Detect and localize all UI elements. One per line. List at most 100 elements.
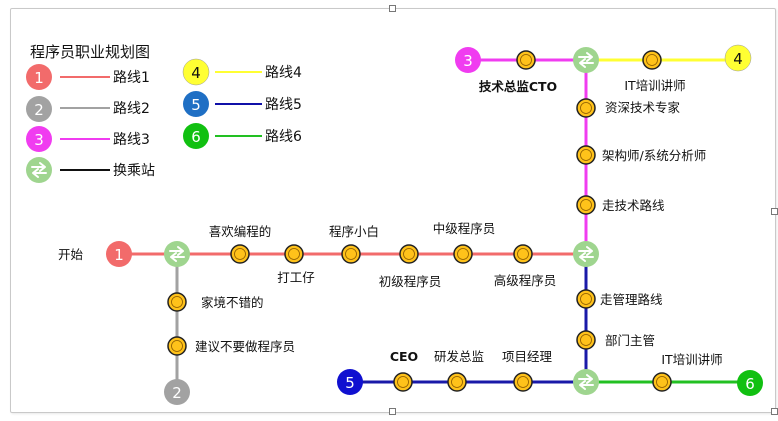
route-3-badge[interactable] bbox=[455, 47, 481, 73]
transfer-station-management[interactable] bbox=[573, 369, 599, 395]
stations bbox=[167, 50, 672, 392]
transfer-arrows-icon bbox=[31, 162, 47, 178]
route-6-badge-number: 6 bbox=[745, 375, 755, 393]
label-rd-director: 研发总监 bbox=[434, 349, 484, 364]
label-management-route: 走管理路线 bbox=[600, 292, 663, 307]
route-6-badge[interactable] bbox=[737, 370, 763, 396]
label-senior-programmer: 高级程序员 bbox=[494, 273, 557, 288]
legend-badge-6 bbox=[183, 123, 209, 149]
station-programming-newbie[interactable] bbox=[341, 244, 361, 264]
station-senior-expert[interactable] bbox=[576, 98, 596, 118]
station-inner-ring bbox=[171, 340, 183, 352]
station-inner-ring bbox=[288, 248, 300, 260]
station-inner-ring bbox=[580, 149, 592, 161]
legend-badge-5-number: 5 bbox=[191, 96, 201, 114]
label-it-trainer-bottom: IT培训讲师 bbox=[661, 352, 722, 367]
station-wage-worker[interactable] bbox=[284, 244, 304, 264]
label-department-head: 部门主管 bbox=[605, 333, 655, 348]
station-inner-ring bbox=[646, 54, 658, 66]
route-4-badge-number: 4 bbox=[733, 50, 743, 68]
route-2-badge[interactable] bbox=[164, 379, 190, 405]
transfer-arrows-icon bbox=[578, 374, 594, 390]
route-1-badge[interactable] bbox=[106, 241, 132, 267]
station-department-head[interactable] bbox=[576, 330, 596, 350]
transfer-station-senior[interactable] bbox=[573, 241, 599, 267]
legend-transfer-icon bbox=[26, 157, 52, 183]
station-inner-ring bbox=[580, 334, 592, 346]
legend-title: 程序员职业规划图 bbox=[30, 43, 150, 61]
station-labels: 开始 喜欢编程的 打工仔 程序小白 初级程序员 中级程序员 高级程序员 家境不错… bbox=[58, 78, 723, 367]
station-project-manager[interactable] bbox=[513, 372, 533, 392]
station-rd-director[interactable] bbox=[447, 372, 467, 392]
station-senior-programmer[interactable] bbox=[513, 244, 533, 264]
station-inner-ring bbox=[234, 248, 246, 260]
station-architect[interactable] bbox=[576, 145, 596, 165]
station-inner-ring bbox=[457, 248, 469, 260]
station-inner-ring bbox=[520, 54, 532, 66]
route-3-badge-number: 3 bbox=[463, 52, 473, 70]
legend: 程序员职业规划图 1 路线1 2 路线2 3 路线3 换乘站 4 路线4 5 bbox=[26, 43, 302, 183]
label-intermediate-programmer: 中级程序员 bbox=[433, 221, 496, 236]
resize-handle-top[interactable] bbox=[389, 5, 396, 12]
station-not-recommended[interactable] bbox=[167, 336, 187, 356]
route-5-badge[interactable] bbox=[337, 369, 363, 395]
legend-label-transfer: 换乘站 bbox=[113, 162, 155, 179]
label-well-off-family: 家境不错的 bbox=[201, 295, 264, 310]
station-inner-ring bbox=[580, 293, 592, 305]
station-tech-route[interactable] bbox=[576, 195, 596, 215]
legend-label-6: 路线6 bbox=[265, 129, 302, 145]
legend-badge-3-number: 3 bbox=[34, 131, 44, 149]
station-it-trainer-top[interactable] bbox=[642, 50, 662, 70]
station-likes-programming[interactable] bbox=[230, 244, 250, 264]
station-cto[interactable] bbox=[516, 50, 536, 70]
route-2-badge-number: 2 bbox=[172, 384, 182, 402]
transfer-station-cto[interactable] bbox=[573, 47, 599, 73]
legend-badge-2-number: 2 bbox=[34, 101, 44, 119]
legend-badge-1 bbox=[26, 64, 52, 90]
resize-handle-bottom[interactable] bbox=[389, 408, 396, 415]
legend-badge-3 bbox=[26, 126, 52, 152]
station-inner-ring bbox=[171, 296, 183, 308]
legend-label-4: 路线4 bbox=[265, 65, 302, 81]
label-likes-programming: 喜欢编程的 bbox=[209, 224, 272, 239]
station-intermediate-programmer[interactable] bbox=[453, 244, 473, 264]
legend-badge-1-number: 1 bbox=[34, 69, 44, 87]
legend-badge-4-number: 4 bbox=[191, 64, 201, 82]
route-4-badge[interactable] bbox=[724, 44, 752, 72]
transfer-stations bbox=[164, 47, 599, 395]
transfer-circle bbox=[26, 157, 52, 183]
station-junior-programmer[interactable] bbox=[399, 244, 419, 264]
station-inner-ring bbox=[403, 248, 415, 260]
transfer-arrows-icon bbox=[578, 246, 594, 262]
station-inner-ring bbox=[345, 248, 357, 260]
legend-label-5: 路线5 bbox=[265, 97, 302, 113]
legend-badge-5 bbox=[183, 91, 209, 117]
transfer-station-start[interactable] bbox=[164, 241, 190, 267]
station-management-route[interactable] bbox=[576, 289, 596, 309]
label-junior-programmer: 初级程序员 bbox=[379, 274, 442, 289]
legend-badge-2 bbox=[26, 96, 52, 122]
legend-badge-6-number: 6 bbox=[191, 128, 201, 146]
station-inner-ring bbox=[656, 376, 668, 388]
transfer-circle bbox=[573, 47, 599, 73]
legend-label-1: 路线1 bbox=[113, 70, 150, 86]
station-ceo[interactable] bbox=[393, 372, 413, 392]
route-1-badge-number: 1 bbox=[114, 246, 124, 264]
label-not-recommended: 建议不要做程序员 bbox=[195, 339, 295, 354]
label-cto: 技术总监CTO bbox=[479, 79, 557, 94]
station-inner-ring bbox=[517, 248, 529, 260]
station-well-off-family[interactable] bbox=[167, 292, 187, 312]
station-it-trainer-bottom[interactable] bbox=[652, 372, 672, 392]
legend-badge-4 bbox=[182, 58, 210, 86]
label-start: 开始 bbox=[58, 247, 84, 262]
transfer-arrows-icon bbox=[578, 52, 594, 68]
label-programming-newbie: 程序小白 bbox=[329, 224, 379, 239]
transfer-circle bbox=[164, 241, 190, 267]
transfer-circle bbox=[573, 369, 599, 395]
station-inner-ring bbox=[580, 102, 592, 114]
label-architect: 架构师/系统分析师 bbox=[602, 148, 706, 163]
legend-label-3: 路线3 bbox=[113, 132, 150, 148]
station-inner-ring bbox=[580, 199, 592, 211]
route-5-badge-number: 5 bbox=[345, 374, 355, 392]
